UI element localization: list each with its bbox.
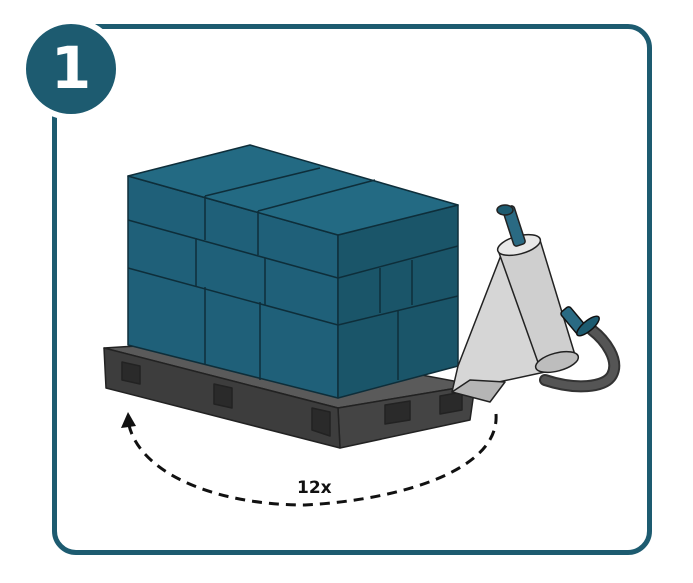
rotation-arrow-icon xyxy=(121,412,498,507)
box-stack-icon xyxy=(127,144,459,399)
dispenser-handle-icon xyxy=(539,306,621,393)
step-badge: 1 xyxy=(20,18,122,120)
stretch-film-roll-icon xyxy=(451,204,580,403)
rotation-count-label: 12x xyxy=(297,478,332,498)
step-number: 1 xyxy=(50,34,92,102)
